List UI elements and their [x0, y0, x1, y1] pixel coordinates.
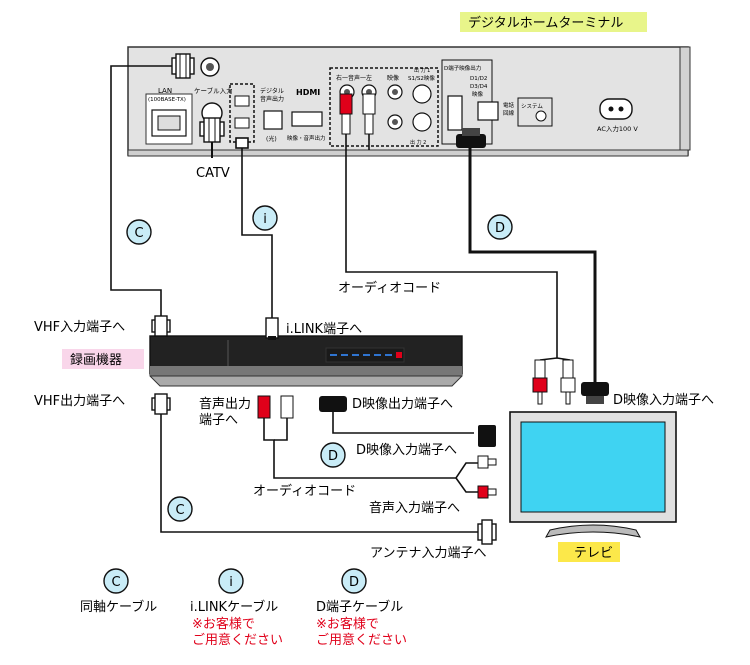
svg-text:D: D: [495, 221, 505, 236]
d2-label: D3/D4: [470, 84, 488, 90]
phone-jack: [477, 101, 499, 121]
catv-plug: [199, 117, 225, 158]
legend-ilink-note: ※お客様で: [192, 616, 255, 632]
tv-label-bg: [558, 542, 620, 562]
ac-inlet: [599, 98, 633, 120]
vhf-out-label: VHF出力端子へ: [34, 394, 125, 409]
lan-label: LAN: [158, 87, 172, 95]
out1-label: 出 力 1: [414, 67, 430, 74]
av-output-box: [329, 67, 439, 147]
optical-label: (光): [266, 135, 277, 143]
audio-cable-top: [345, 134, 558, 358]
terminal-vhf-connector: [171, 53, 195, 79]
d-video-in-rec-label: D映像入力端子へ: [356, 443, 457, 458]
marker-i: i: [252, 205, 278, 231]
coax-cable-top: [110, 65, 172, 318]
marker-d-top: D: [487, 214, 513, 240]
recorder-device: [148, 335, 464, 387]
legend-d-note-2: ご用意ください: [316, 632, 407, 648]
marker-c-top: C: [126, 219, 152, 245]
audio-lr-label: 右一音声一左: [336, 74, 372, 82]
d-out-label: D端子映像出力: [444, 64, 481, 72]
legend-ilink: i i.LINKケーブル ※お客様で ご用意ください: [190, 568, 283, 648]
antenna-in-label: アンテナ入力端子へ: [370, 546, 486, 561]
digital-home-terminal: [127, 46, 691, 157]
svg-text:i: i: [229, 575, 233, 590]
recorder-label: 録画機器: [70, 353, 122, 368]
d-cable-bottom: [332, 410, 474, 434]
legend-ilink-note-2: ご用意ください: [192, 632, 283, 648]
ilink-plug: [265, 317, 279, 340]
svg-text:D: D: [328, 449, 338, 464]
legend-d-note: ※お客様で: [316, 616, 379, 632]
audio-out-label-2: 端子へ: [199, 413, 238, 428]
system-port: [517, 97, 553, 127]
tv-side-plugs: [477, 425, 497, 545]
recorder-label-bg: [62, 349, 144, 369]
vhf-in-plug: [151, 315, 171, 337]
legend-coax-label: 同軸ケーブル: [80, 599, 157, 615]
out2-label: 出 力 2: [410, 139, 426, 146]
svg-text:C: C: [134, 226, 143, 241]
phone-label-2: 回線: [503, 109, 515, 117]
tv-label: テレビ: [574, 546, 613, 561]
cable-in-label: ケーブル入力: [194, 86, 233, 95]
audio-plugs-tv-top: [532, 357, 576, 405]
video-label: 映像: [387, 74, 399, 82]
hdmi-label: HDMI: [296, 88, 320, 97]
coax-cable-bottom: [160, 413, 478, 533]
svg-text:C: C: [111, 575, 120, 590]
vhf-in-label: VHF入力端子へ: [34, 320, 125, 335]
d-video-out-label: D映像出力端子へ: [352, 397, 453, 412]
legend-ilink-label: i.LINKケーブル: [190, 599, 278, 615]
terminal-label: デジタルホームターミナル: [468, 15, 623, 31]
audio-cable-bottom: [263, 418, 478, 493]
system-label: システム: [521, 103, 543, 110]
digital-audio-label: デジタル: [260, 87, 284, 95]
d-sub-label: 映像: [472, 90, 484, 98]
phone-label: 電話: [503, 101, 515, 109]
ilink-port-label: i.LINK端子へ: [286, 322, 362, 337]
ac-label: AC入力100 V: [597, 124, 638, 133]
d1-label: D1/D2: [470, 76, 487, 82]
audio-out-plugs: [257, 395, 294, 419]
television: [509, 411, 677, 538]
svg-text:C: C: [175, 503, 184, 518]
digital-audio-label-2: 音声出力: [260, 95, 284, 103]
optical-jack: [263, 110, 283, 130]
ilink-cable: [235, 137, 273, 318]
hdmi-sub-label: 映像・音声出力: [287, 134, 326, 142]
d-plug-tv: [581, 382, 609, 404]
vhf-out-plug: [151, 393, 171, 415]
svg-text:i: i: [263, 212, 267, 227]
d-out-plug: [319, 396, 347, 412]
terminal-label-bg: [460, 12, 647, 32]
d-video-in-tv-label: D映像入力端子へ: [613, 393, 714, 408]
legend-d-label: D端子ケーブル: [316, 599, 403, 615]
audio-out-label: 音声出力: [199, 396, 251, 412]
lan-sub-label: (100BASE-TX): [148, 97, 186, 103]
s-video-label: S1/S2映像: [408, 74, 435, 82]
marker-c-bottom: C: [167, 496, 193, 522]
audio-in-label: 音声入力端子へ: [369, 500, 460, 516]
d-cable-top: [468, 148, 597, 382]
hdmi-port: [291, 111, 323, 127]
catv-label: CATV: [196, 166, 230, 181]
marker-d-bottom: D: [320, 442, 346, 468]
d-plug-top: [456, 128, 486, 148]
ilink-ports-box: [229, 83, 255, 143]
legend-coax: C 同軸ケーブル: [80, 568, 157, 615]
d-port: [447, 95, 463, 131]
audio-cord-top-label: オーディオコード: [338, 280, 441, 296]
legend-d: D D端子ケーブル ※お客様で ご用意ください: [316, 568, 407, 648]
audio-cord-bottom-label: オーディオコード: [253, 483, 356, 499]
svg-text:D: D: [349, 575, 359, 590]
